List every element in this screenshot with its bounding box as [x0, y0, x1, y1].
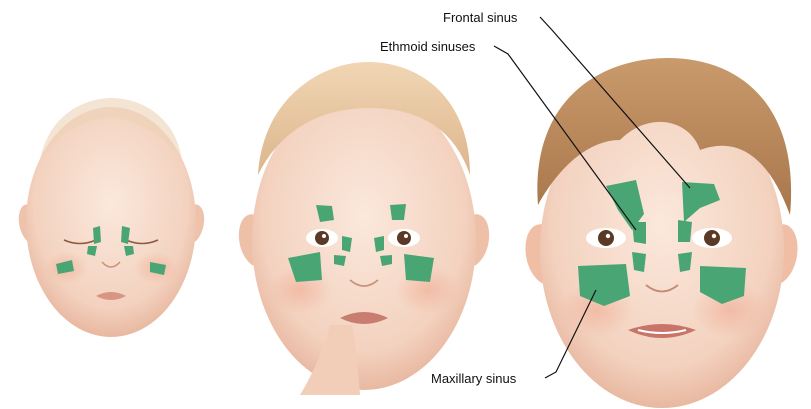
infant-maxillary-right	[404, 254, 434, 282]
infant-ethmoid-right-low	[380, 255, 392, 266]
newborn-face	[19, 98, 204, 337]
child-ethmoid-right-low	[678, 252, 692, 272]
infant-frontal-right	[390, 204, 406, 220]
newborn-ethmoid-left	[93, 226, 101, 244]
ethmoid-sinuses-label: Ethmoid sinuses	[380, 39, 476, 54]
maxillary-sinus-label: Maxillary sinus	[431, 371, 517, 386]
infant-eye-left	[306, 229, 338, 247]
frontal-sinus-label: Frontal sinus	[443, 10, 518, 25]
child-eye-right	[692, 228, 732, 248]
infant-face	[239, 62, 489, 395]
child-ethmoid-left-low	[632, 252, 646, 272]
infant-eye-right	[388, 229, 420, 247]
child-ethmoid-left	[632, 222, 646, 244]
child-face	[525, 58, 797, 408]
infant-ethmoid-left-low	[334, 255, 346, 266]
child-eye-left	[586, 228, 626, 248]
child-ethmoid-right	[678, 220, 692, 242]
